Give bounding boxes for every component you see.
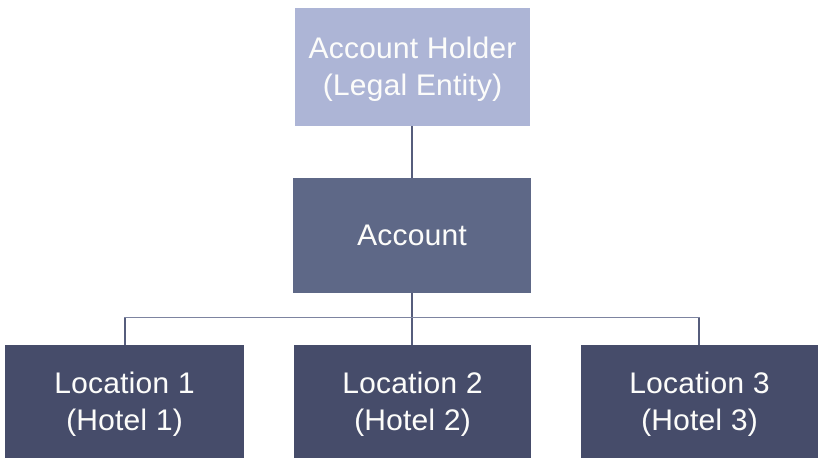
node-location-3: Location 3 (Hotel 3) — [581, 345, 818, 458]
connector-rail-to-location-1 — [124, 318, 126, 345]
node-account-holder: Account Holder (Legal Entity) — [295, 8, 530, 126]
node-location-1-label-line1: Location 1 — [54, 366, 195, 400]
connector-account-holder-to-account — [411, 126, 413, 178]
node-location-3-label-line2: (Hotel 3) — [641, 403, 758, 437]
node-location-3-label-line1: Location 3 — [629, 366, 770, 400]
node-location-2-label-line1: Location 2 — [342, 366, 483, 400]
connector-account-to-rail — [411, 293, 413, 345]
node-location-2-label-line2: (Hotel 2) — [354, 403, 471, 437]
node-account: Account — [293, 178, 531, 293]
node-location-1-label-line2: (Hotel 1) — [66, 403, 183, 437]
node-account-holder-label-line2: (Legal Entity) — [322, 69, 503, 102]
node-location-2: Location 2 (Hotel 2) — [294, 345, 531, 458]
connector-rail-to-location-3 — [698, 318, 700, 345]
node-account-label: Account — [357, 219, 467, 252]
node-location-1: Location 1 (Hotel 1) — [5, 345, 244, 458]
node-account-holder-label-line1: Account Holder — [308, 32, 517, 65]
connector-horizontal-rail — [124, 317, 700, 318]
